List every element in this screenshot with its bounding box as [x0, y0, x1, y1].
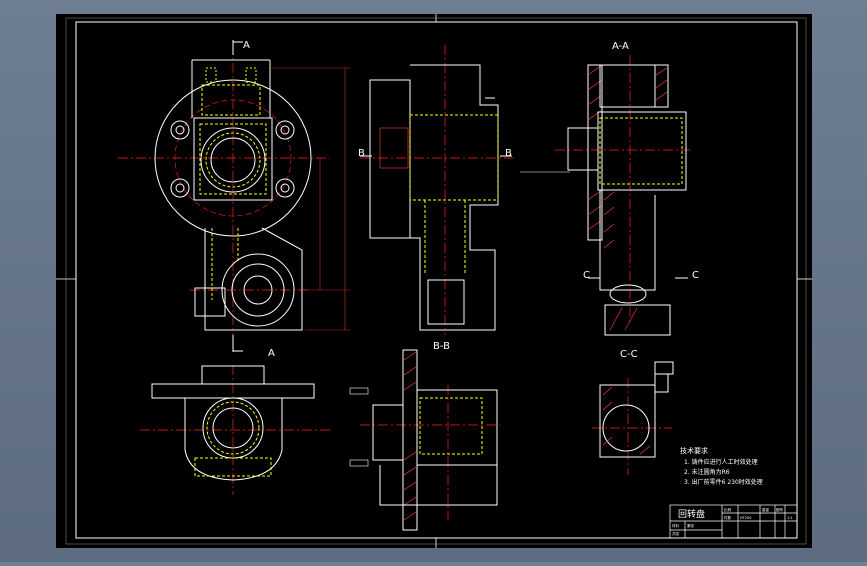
- top-hidden-slot: [194, 457, 272, 477]
- lower-arm: [204, 227, 303, 331]
- tech-note-3: 3. 出厂前零件6 230时效处理: [684, 478, 763, 486]
- lower-bore: [243, 275, 273, 305]
- title-block: [669, 504, 798, 539]
- side-view: B B B-B: [358, 45, 515, 352]
- bb-lower: [379, 465, 498, 506]
- drawing-border: [75, 21, 798, 539]
- aa-arm-hatch: [603, 191, 615, 249]
- section-title-bb: B-B: [433, 341, 450, 352]
- top-view: [140, 365, 330, 495]
- tb-cell: HT200: [740, 516, 751, 520]
- bolt-hole: [275, 120, 295, 140]
- bolt-hole-inner: [175, 125, 185, 135]
- aa-left-wall: [587, 64, 603, 241]
- tb-cell: 图号: [776, 507, 784, 512]
- aa-lower-block: [604, 304, 671, 336]
- side-body: [410, 64, 499, 331]
- section-label-b-right: B: [505, 148, 512, 159]
- tb-cell: 比例: [724, 507, 732, 512]
- bolt-hole: [275, 178, 295, 198]
- side-lower-bore: [427, 279, 465, 325]
- side-bore-hidden: [409, 114, 499, 201]
- tb-cell: 第张: [687, 523, 695, 528]
- tb-cell: 1:1: [787, 516, 793, 520]
- cc-hatch: [602, 386, 651, 455]
- cc-tab: [654, 361, 674, 375]
- top-bore-inner: [212, 407, 254, 449]
- section-cc-view: [592, 361, 674, 475]
- tech-notes: 技术要求 1. 铸件应进行人工时效处理 2. 未注圆角为R6 3. 出厂前零件6…: [680, 446, 763, 486]
- bb-flange-hatch: [403, 351, 417, 521]
- square-boss: [193, 117, 273, 201]
- bolt-circle: [174, 99, 292, 217]
- bolt-hole-inner: [280, 125, 290, 135]
- section-bb-view: [349, 349, 500, 531]
- aa-spigot: [567, 127, 599, 171]
- cc-body: [599, 384, 656, 458]
- lower-boss-ring: [231, 263, 285, 317]
- tech-notes-title: 技术要求: [680, 446, 708, 455]
- bb-spigot: [372, 404, 404, 461]
- bolt-hole: [170, 178, 190, 198]
- lower-lug: [194, 287, 226, 317]
- section-label-a-top: A: [243, 40, 250, 51]
- tech-note-1: 1. 铸件应进行人工时效处理: [684, 458, 758, 466]
- section-label-b-left: B: [358, 148, 365, 159]
- tb-cell: 重量: [762, 507, 770, 512]
- part-name: 回转盘: [678, 508, 705, 520]
- bolt-hole-inner: [280, 183, 290, 193]
- bb-tag: [349, 459, 369, 467]
- section-title-cc: C-C: [620, 349, 638, 360]
- aa-hatch: [587, 64, 603, 231]
- flange-circle: [154, 79, 312, 237]
- cc-bore: [602, 404, 650, 452]
- top-boss: [201, 365, 265, 385]
- bore-hidden: [205, 132, 261, 188]
- aa-upper-lip: [654, 64, 669, 108]
- drawing-sheet: [56, 14, 812, 548]
- bore-inner: [210, 137, 256, 183]
- bolt-hole-inner: [175, 183, 185, 193]
- neck-slot: [245, 67, 257, 83]
- section-title-aa: A-A: [612, 41, 629, 52]
- title-block-frame: [669, 504, 798, 539]
- aa-lower-hatch: [609, 307, 638, 331]
- top-body: [184, 398, 283, 481]
- aa-hatch-lip: [655, 67, 668, 101]
- aa-hidden: [599, 117, 683, 185]
- neck-slot: [205, 67, 217, 83]
- section-aa-view: A-A C C C-C: [520, 41, 699, 360]
- bb-body: [416, 389, 498, 466]
- bb-tag: [349, 387, 369, 395]
- tb-cell: 共张: [672, 531, 680, 536]
- tech-note-2: 2. 未注圆角为R6: [684, 468, 730, 476]
- aa-arm: [599, 190, 656, 291]
- bb-hidden: [419, 397, 483, 455]
- lower-boss: [221, 253, 295, 327]
- aa-lower-bore: [609, 284, 647, 304]
- cc-tab-stem: [654, 374, 669, 393]
- top-bore-hidden: [206, 401, 260, 455]
- section-label-c-left: C: [583, 270, 590, 281]
- tb-cell: 件数: [724, 515, 732, 520]
- bore-outer: [200, 127, 266, 193]
- neck-hidden: [201, 84, 261, 116]
- side-spigot: [379, 127, 409, 169]
- section-label-c-right: C: [692, 270, 699, 281]
- title-block-text: 回转盘 比例 件数 重量 材料 共张 第张 HT200 图号 1:1: [672, 507, 793, 536]
- bolt-hole: [170, 120, 190, 140]
- boss-hidden: [199, 123, 267, 195]
- front-view: A A: [118, 40, 350, 359]
- section-label-a-bottom: A: [268, 348, 275, 359]
- tb-cell: 材料: [672, 523, 680, 528]
- upper-neck: [191, 59, 271, 118]
